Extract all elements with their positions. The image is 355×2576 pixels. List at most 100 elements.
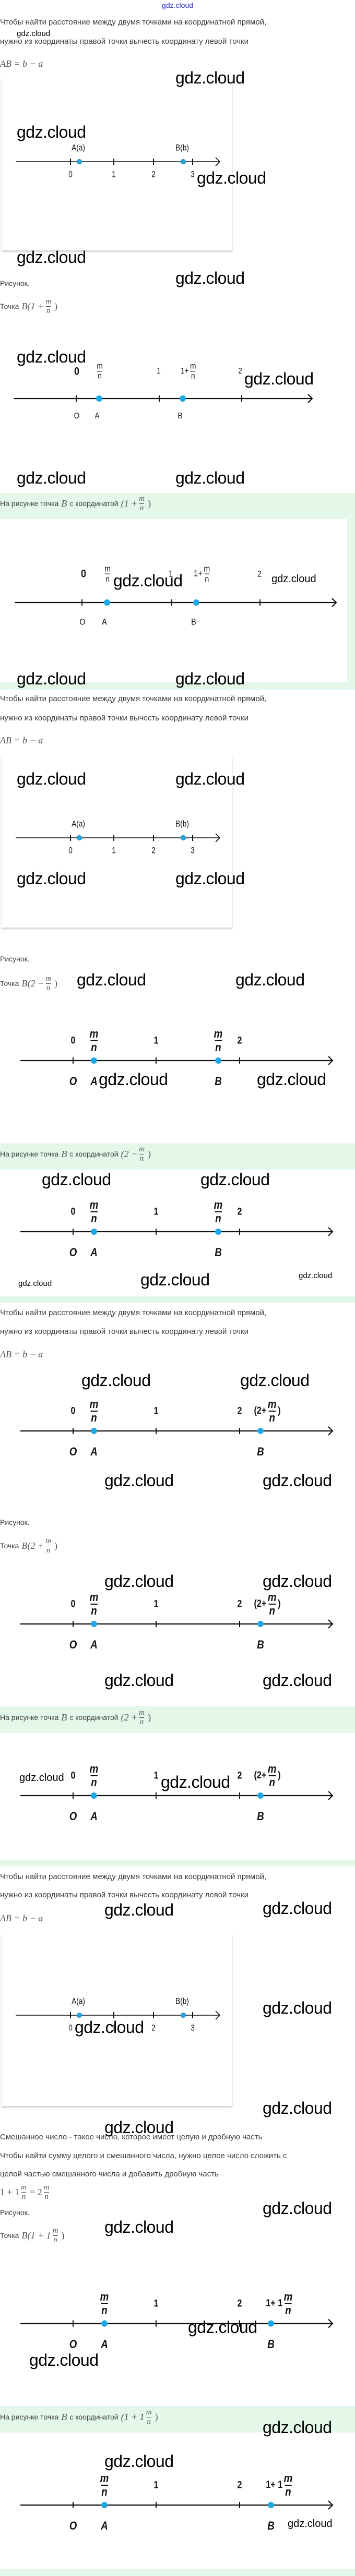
mixed-sum-rule-line1: Чтобы найти сумму целого и смешанного чи… [0,2151,287,2160]
watermark: gdz.cloud [288,2518,333,2530]
number-line-graphic [15,598,337,607]
point-marker [91,1792,97,1799]
answer-expr-after: ) [155,2411,158,2422]
top-label: 2 [237,2298,242,2309]
denominator: n [45,983,51,992]
equation-left: 1 + 1 [0,2186,20,2197]
point-prefix: Точка [0,1542,19,1550]
denominator: n [45,306,51,315]
denominator: n [90,1411,98,1424]
denominator: n [90,1211,98,1225]
number-line-graphic [14,394,313,403]
watermark: gdz.cloud [17,29,51,38]
numerator: m [214,1027,223,1040]
distance-formula: AB = b − a [0,58,43,69]
numerator: m [139,1708,145,1717]
number-line-graphic [20,1056,334,1065]
watermark: gdz.cloud [175,68,245,87]
point-label: B(b) [175,1996,189,2006]
answer-band [0,2406,355,2433]
point-name: A [102,617,107,627]
top-label: 0 [70,1035,76,1046]
denominator: n [139,1717,145,1726]
answer-expr-after: ) [148,1712,151,1723]
denominator: n [90,1604,98,1617]
point-prefix: Точка [0,302,19,310]
point-marker [77,2013,82,2018]
number-line-graphic [16,833,221,842]
top-label: 1 [157,367,161,376]
point-label: B(b) [175,142,189,153]
answer-expr-after: ) [148,1148,151,1159]
watermark: gdz.cloud [17,869,86,888]
point-marker [101,2502,108,2508]
numerator: m [204,563,210,574]
numerator: m [21,2183,27,2192]
watermark: gdz.cloud [263,1899,332,1918]
figure-label: Рисунок. [0,1518,30,1526]
number-line-graphic [20,1791,334,1800]
numerator: m [100,2472,109,2485]
point-name: B [178,412,183,420]
point-name: O [69,2519,77,2532]
answer-band-end [0,1296,355,1303]
top-label: 2 [237,2479,242,2491]
label-prefix: (2+ [254,1405,267,1417]
denominator: n [285,2303,292,2317]
watermark: gdz.cloud [17,347,86,366]
denominator: n [191,371,196,381]
axis-arrow-icon [328,1227,334,1236]
point-name: A [90,1246,98,1259]
point-marker [181,159,186,164]
label-prefix: (2+ [254,1598,267,1610]
denominator: n [90,1040,98,1054]
distance-formula: AB = b − a [0,735,43,745]
top-label: 1 [153,2298,159,2309]
top-label: 0 [70,1598,76,1610]
axis-arrow-icon [332,598,337,607]
gdz-cloud-link[interactable]: gdz.cloud [162,1,193,9]
label-prefix: (2+ [254,1770,267,1781]
axis-arrow-icon [328,2500,334,2510]
point-name: B [215,1246,222,1259]
answer-prefix: На рисунке точка [0,2413,59,2421]
denominator: n [97,371,102,381]
numerator: m [89,1398,99,1411]
point-name: O [69,1445,77,1458]
numerator: m [267,1591,277,1604]
top-label: 1 [153,1035,159,1046]
answer-prefix: На рисунке точка [0,1150,59,1158]
numerator: m [43,2183,50,2192]
answer-expr-after: ) [148,498,151,509]
numerator: m [267,1398,277,1411]
top-label: 2 [237,1405,242,1417]
point-marker [215,1229,221,1235]
point-marker [101,2320,108,2327]
tick-label: 1 [112,2023,116,2033]
denominator: n [139,1153,145,1163]
watermark: gdz.cloud [104,1671,174,1690]
point-expr-before: B(1 + [21,300,44,311]
point-name: O [79,617,86,627]
distance-rule-line1: Чтобы найти расстояние между двумя точка… [0,1308,267,1317]
distance-formula: AB = b − a [0,1349,43,1359]
axis-arrow-icon [328,1791,334,1800]
